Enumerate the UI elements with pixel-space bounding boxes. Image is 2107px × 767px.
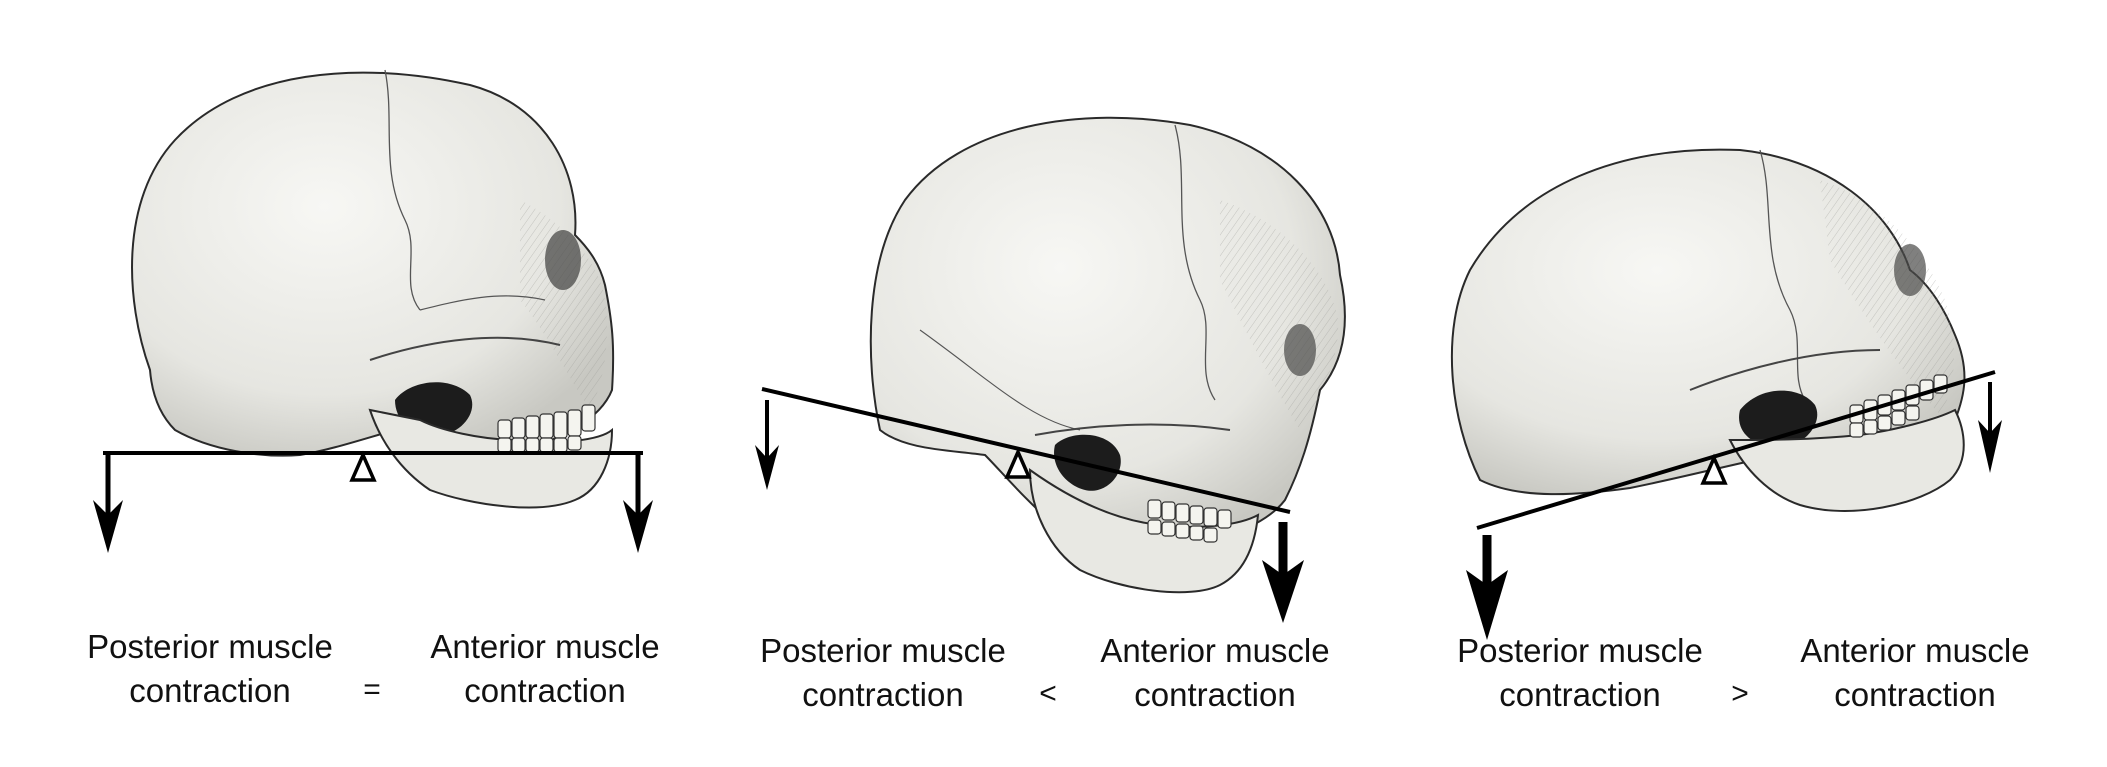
anterior-label-line2: contraction (464, 672, 626, 709)
posterior-label: Posterior muscle contraction (743, 629, 1023, 717)
relation-symbol: > (1731, 677, 1749, 710)
posterior-label-line1: Posterior muscle (760, 632, 1006, 669)
fulcrum-icon (1700, 453, 1728, 485)
anterior-label-line1: Anterior muscle (1100, 632, 1330, 669)
posterior-force-arrow (755, 445, 779, 490)
anterior-force-arrow (1262, 560, 1304, 623)
skull-middle-tilted (869, 116, 1346, 594)
anterior-label-line1: Anterior muscle (430, 628, 660, 665)
posterior-force-arrow (93, 500, 123, 553)
anterior-label: Anterior muscle contraction (405, 625, 685, 713)
lever-left (93, 450, 653, 553)
anterior-label: Anterior muscle contraction (1075, 629, 1355, 717)
skull-left-balanced (131, 69, 615, 509)
posterior-label-line2: contraction (1499, 676, 1661, 713)
posterior-label: Posterior muscle contraction (1440, 629, 1720, 717)
posterior-force-arrow (1466, 570, 1508, 640)
posterior-label-line2: contraction (129, 672, 291, 709)
anterior-label-line2: contraction (1834, 676, 1996, 713)
anterior-label-line1: Anterior muscle (1800, 632, 2030, 669)
lever-middle (755, 387, 1304, 623)
posterior-label-line1: Posterior muscle (87, 628, 333, 665)
relation-symbol: < (1039, 677, 1057, 710)
fulcrum-icon (349, 450, 377, 482)
posterior-label-line2: contraction (802, 676, 964, 713)
anterior-label: Anterior muscle contraction (1775, 629, 2055, 717)
relation-symbol: = (363, 673, 381, 706)
posterior-label: Posterior muscle contraction (70, 625, 350, 713)
anterior-force-arrow (623, 500, 653, 553)
fulcrum-icon (1004, 447, 1032, 479)
anterior-force-arrow (1978, 420, 2002, 473)
lever-right (1466, 370, 2002, 640)
anterior-label-line2: contraction (1134, 676, 1296, 713)
posterior-label-line1: Posterior muscle (1457, 632, 1703, 669)
